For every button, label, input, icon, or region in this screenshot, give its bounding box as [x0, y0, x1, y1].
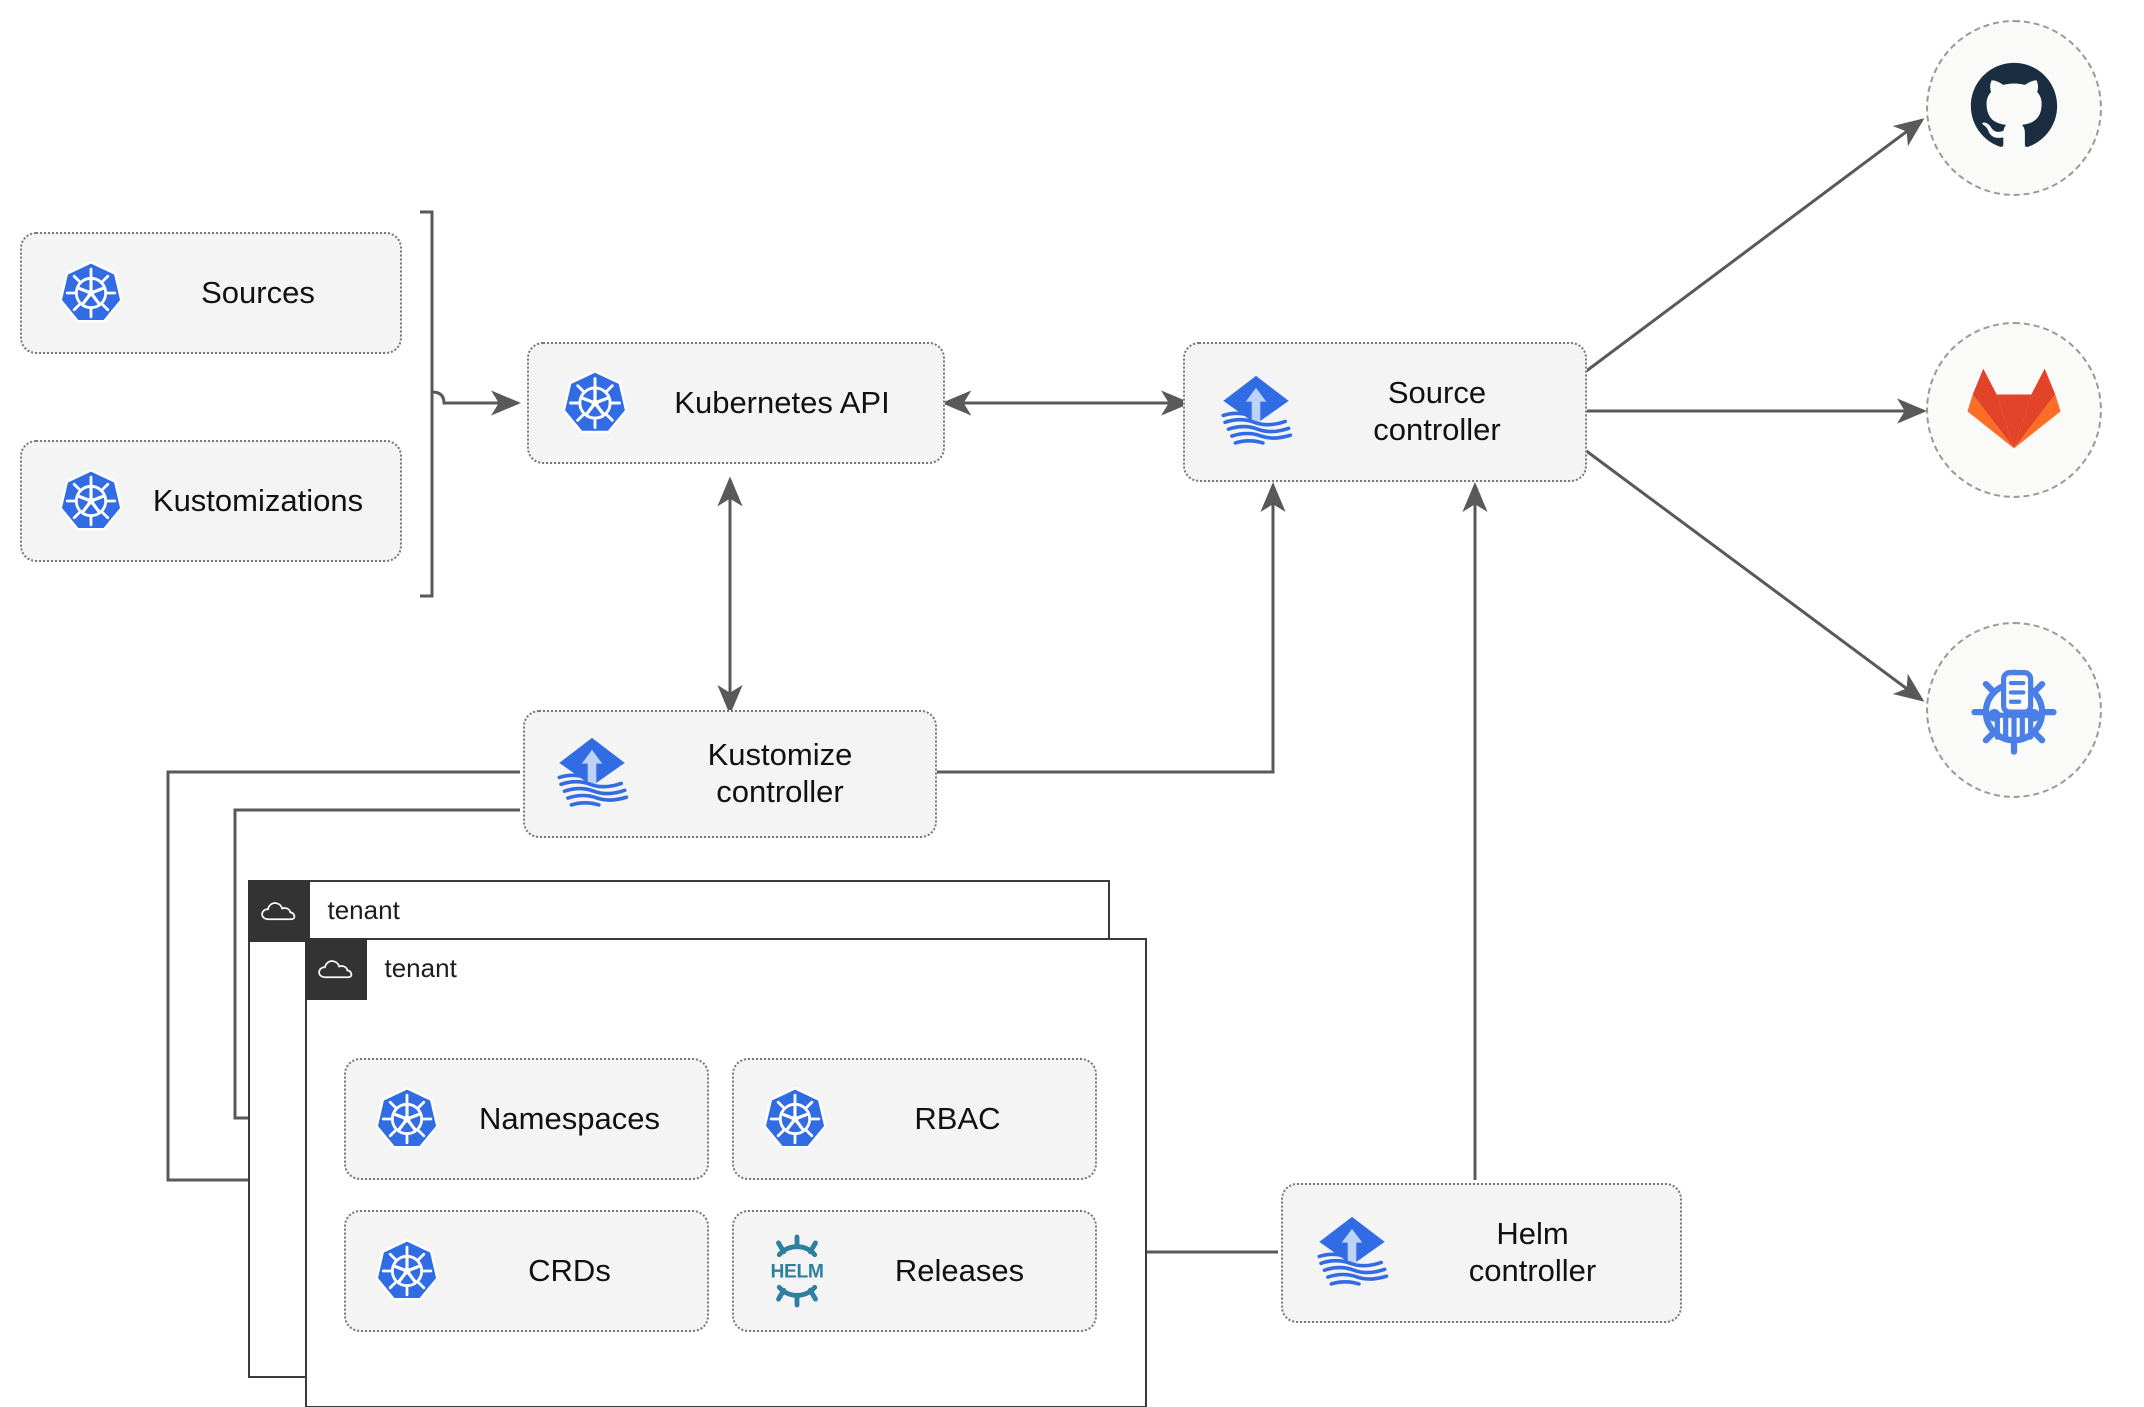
- node-github[interactable]: [1926, 20, 2102, 196]
- tenant-box-inner[interactable]: tenant Namespaces RBAC CRDs: [304, 937, 1147, 1407]
- node-sources-label: Sources: [201, 274, 315, 310]
- node-source-controller[interactable]: Source controller: [1183, 342, 1587, 482]
- tenant-label: tenant: [327, 895, 400, 925]
- helm-icon: [760, 1234, 834, 1308]
- node-kustomizations[interactable]: Kustomizations: [20, 440, 402, 562]
- flux-icon: [549, 731, 635, 817]
- node-crds[interactable]: CRDs: [344, 1210, 709, 1332]
- node-helm-controller-label: Helm controller: [1468, 1216, 1597, 1288]
- github-icon: [1965, 57, 2063, 160]
- kubernetes-icon: [559, 367, 631, 439]
- kubernetes-icon: [56, 258, 126, 328]
- kubernetes-icon: [372, 1236, 442, 1306]
- gitlab-icon: [1966, 360, 2062, 461]
- edge-source-controller-helm-repository: [1584, 448, 1925, 702]
- node-kubernetes-api-label: Kubernetes API: [674, 384, 890, 420]
- node-source-controller-label: Source controller: [1373, 375, 1501, 447]
- node-namespaces[interactable]: Namespaces: [344, 1058, 709, 1180]
- node-kustomize-controller[interactable]: Kustomize controller: [523, 710, 937, 838]
- flux-icon: [1309, 1210, 1395, 1296]
- node-rbac[interactable]: RBAC: [732, 1058, 1097, 1180]
- tenant-header: tenant: [304, 937, 457, 1000]
- tenant-header: tenant: [247, 879, 400, 942]
- node-namespaces-label: Namespaces: [479, 1100, 660, 1136]
- kubernetes-icon: [56, 466, 126, 536]
- edge-kustomize-controller-source-controller: [935, 482, 1286, 774]
- flux-icon: [1213, 369, 1299, 455]
- helm-repository-icon: [1962, 656, 2066, 765]
- node-rbac-label: RBAC: [914, 1100, 1001, 1136]
- node-kustomize-controller-label: Kustomize controller: [707, 737, 853, 809]
- tenant-label: tenant: [384, 953, 457, 983]
- kubernetes-icon: [372, 1084, 442, 1154]
- cloud-icon: [304, 937, 367, 1000]
- node-gitlab[interactable]: [1926, 322, 2102, 498]
- edge-source-controller-github: [1584, 118, 1925, 374]
- node-helm-controller[interactable]: Helm controller: [1281, 1183, 1682, 1323]
- node-sources[interactable]: Sources: [20, 232, 402, 354]
- node-releases-label: Releases: [894, 1252, 1025, 1288]
- node-kustomizations-label: Kustomizations: [152, 482, 364, 518]
- node-helm-repository[interactable]: [1926, 622, 2102, 798]
- edge-inputs-to-kubernetes-api: [431, 390, 521, 416]
- edge-group-bracket: [420, 210, 434, 598]
- node-releases[interactable]: Releases: [732, 1210, 1097, 1332]
- node-kubernetes-api[interactable]: Kubernetes API: [527, 342, 945, 464]
- kubernetes-icon: [760, 1084, 830, 1154]
- node-crds-label: CRDs: [528, 1252, 611, 1288]
- cloud-icon: [247, 879, 310, 942]
